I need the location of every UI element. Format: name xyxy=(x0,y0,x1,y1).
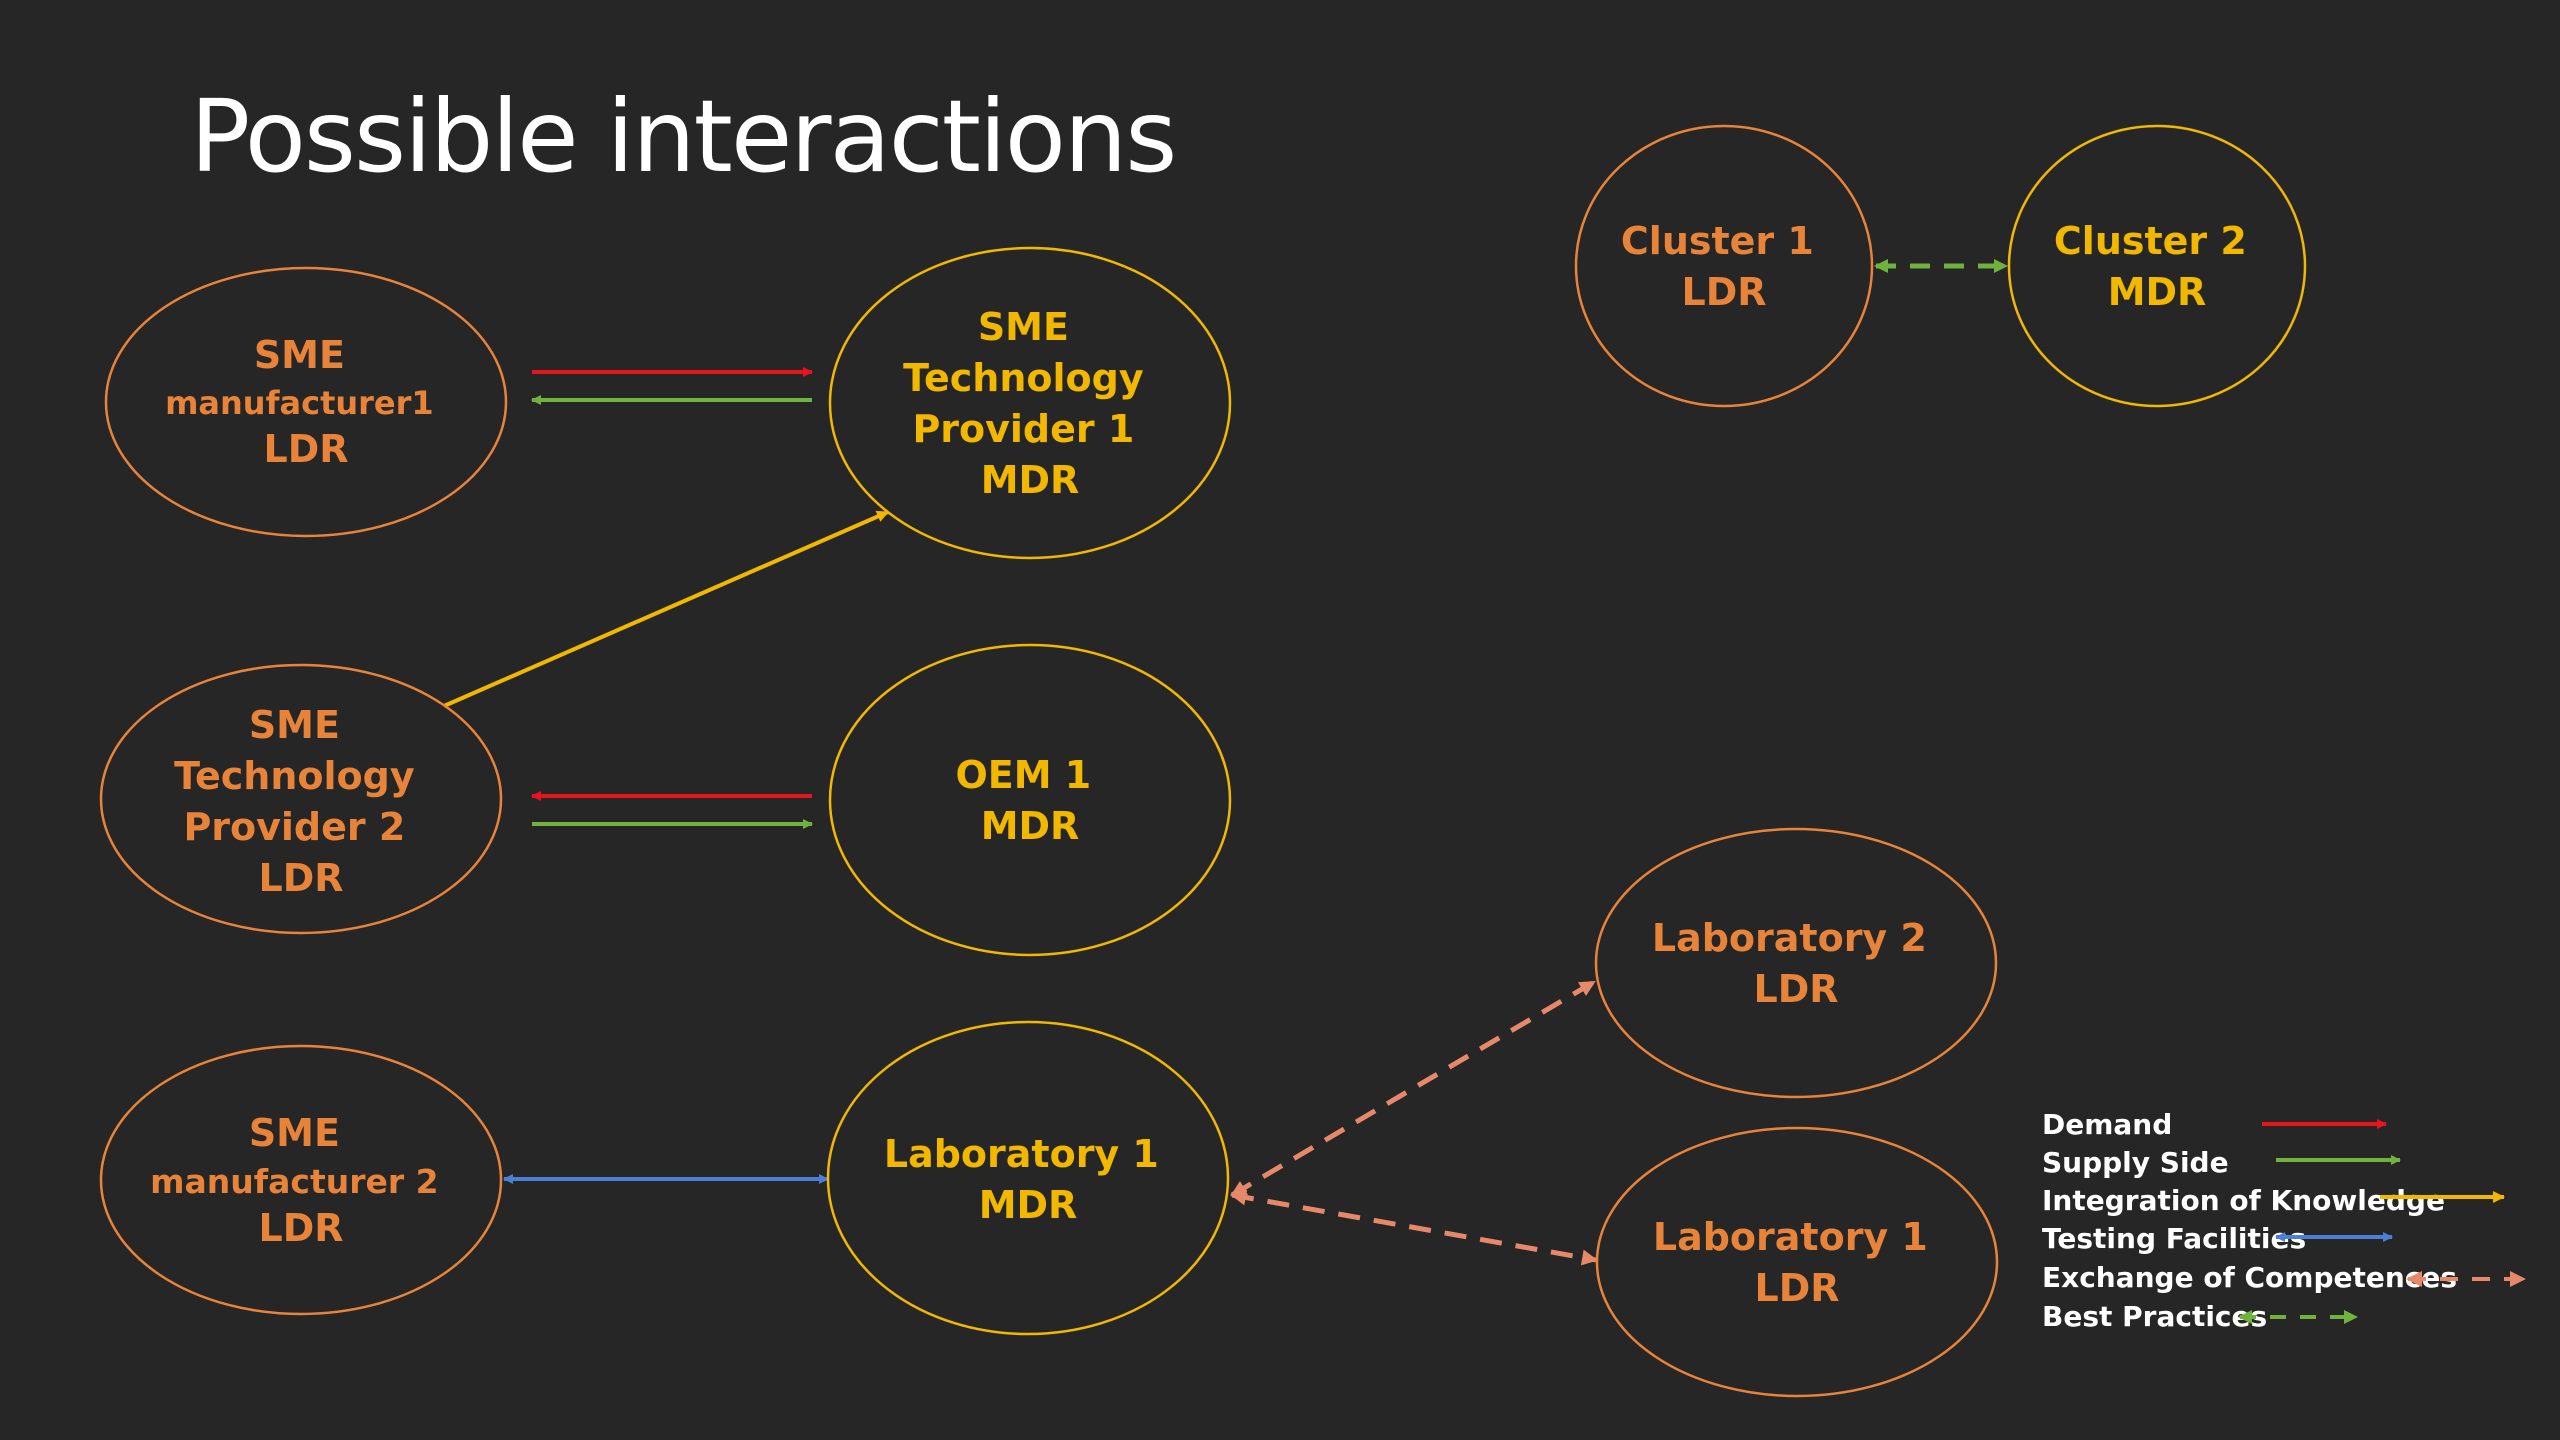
connections xyxy=(443,259,2008,1266)
node-line: SME xyxy=(978,305,1069,349)
svg-text:OEM 1 MDR: OEM 1 MDR xyxy=(956,753,1105,848)
svg-text:Laboratory 1 MDR: Laboratory 1 MDR xyxy=(884,1132,1172,1227)
legend-label-exchange-of-competences: Exchange of Competences xyxy=(2042,1261,2457,1294)
node-ellipse xyxy=(1595,1126,1999,1398)
svg-text:Laboratory 1 LDR: Laboratory 1 LDR xyxy=(1653,1215,1941,1310)
node-line: MDR xyxy=(979,1183,1078,1227)
node-line: SME xyxy=(249,703,340,747)
legend-label-testing-facilities: Testing Facilities xyxy=(2042,1222,2306,1255)
node-line: LDR xyxy=(1754,1266,1839,1310)
node-line: SME xyxy=(254,333,345,377)
svg-text:SME Technology: SME Technology Provider 2 LDR xyxy=(174,703,428,900)
legend: Demand Supply Side Integration of Knowle… xyxy=(2042,1108,2526,1333)
node-ellipse xyxy=(1574,124,1874,408)
node-line: LDR xyxy=(1753,967,1838,1011)
knowledge-arrow-provider2-to-provider1 xyxy=(443,510,889,708)
node-laboratory2-ldr: Laboratory 2 LDR xyxy=(1594,827,1998,1099)
node-line: MDR xyxy=(2108,270,2207,314)
node-ellipse xyxy=(99,1044,503,1316)
node-line: LDR xyxy=(258,1206,343,1250)
node-line: Laboratory 1 xyxy=(1653,1215,1928,1259)
svg-text:Laboratory 2 LDR: Laboratory 2 LDR xyxy=(1652,916,1940,1011)
node-sme-technology-provider1: SME Technology Provider 1 MDR xyxy=(828,246,1232,560)
node-ellipse xyxy=(828,643,1232,957)
node-line: MDR xyxy=(981,458,1080,502)
svg-text:Cluster 1 LDR: Cluster 1 LDR xyxy=(1621,219,1827,314)
slide-title: Possible interactions xyxy=(190,78,1177,195)
legend-label-best-practices: Best Practices xyxy=(2042,1300,2267,1333)
node-line: manufacturer1 xyxy=(165,384,434,422)
exchange-arrow-lab1mdr-lab1ldr xyxy=(1230,1189,1598,1266)
node-line: Technology xyxy=(903,356,1144,400)
node-line: OEM 1 xyxy=(956,753,1092,797)
legend-label-supply-side: Supply Side xyxy=(2042,1146,2229,1179)
node-ellipse xyxy=(828,246,1232,560)
node-ellipse xyxy=(99,663,503,935)
svg-text:SME manufacturer1: SME manufacturer1 LDR xyxy=(165,333,447,471)
node-laboratory1-mdr: Laboratory 1 MDR xyxy=(826,1020,1230,1336)
node-ellipse xyxy=(104,266,508,538)
node-line: manufacturer 2 xyxy=(150,1162,438,1201)
legend-label-demand: Demand xyxy=(2042,1108,2172,1141)
node-line: Provider 2 xyxy=(183,805,405,849)
node-line: Laboratory 1 xyxy=(884,1132,1159,1176)
exchange-arrow-lab1mdr-lab2ldr xyxy=(1230,979,1596,1198)
svg-text:Cluster 2 MDR: Cluster 2 MDR xyxy=(2054,219,2260,314)
node-laboratory1-ldr: Laboratory 1 LDR xyxy=(1595,1126,1999,1398)
legend-label-integration-of-knowledge: Integration of Knowledge xyxy=(2042,1184,2445,1217)
node-line: LDR xyxy=(258,856,343,900)
node-line: Technology xyxy=(174,754,415,798)
node-line: MDR xyxy=(981,804,1080,848)
node-sme-manufacturer2: SME manufacturer 2 LDR xyxy=(99,1044,503,1316)
node-line: Cluster 1 xyxy=(1621,219,1814,263)
node-line: Cluster 2 xyxy=(2054,219,2247,263)
node-ellipse xyxy=(826,1020,1230,1336)
node-cluster1: Cluster 1 LDR xyxy=(1574,124,1874,408)
node-line: LDR xyxy=(263,427,348,471)
node-line: SME xyxy=(249,1111,340,1155)
node-sme-manufacturer1: SME manufacturer1 LDR xyxy=(104,266,508,538)
node-oem1: OEM 1 MDR xyxy=(828,643,1232,957)
node-line: LDR xyxy=(1681,270,1766,314)
node-line: Provider 1 xyxy=(912,407,1134,451)
svg-text:SME Technology: SME Technology Provider 1 MDR xyxy=(903,305,1157,502)
svg-text:SME manufacturer 2: SME manufacturer 2 LDR xyxy=(150,1111,452,1250)
node-line: Laboratory 2 xyxy=(1652,916,1927,960)
node-sme-technology-provider2: SME Technology Provider 2 LDR xyxy=(99,663,503,935)
node-cluster2: Cluster 2 MDR xyxy=(2007,124,2307,408)
nodes: SME manufacturer1 LDR SME Technology Pro… xyxy=(99,124,2307,1398)
node-ellipse xyxy=(1594,827,1998,1099)
node-ellipse xyxy=(2007,124,2307,408)
